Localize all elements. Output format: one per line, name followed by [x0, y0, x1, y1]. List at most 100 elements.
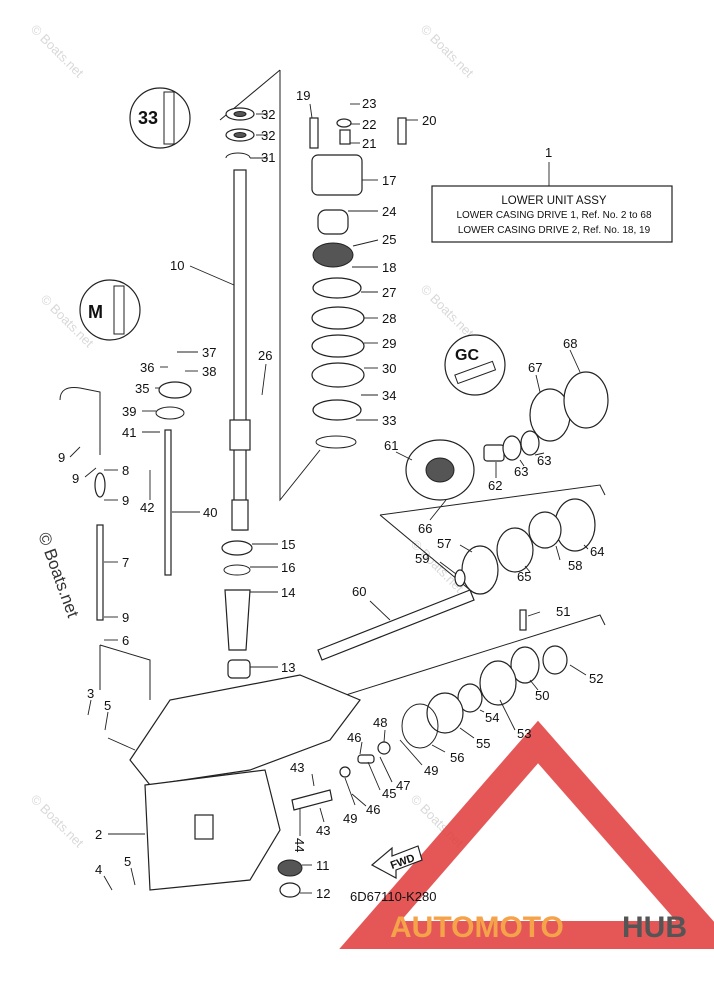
callout-42: 42 [140, 500, 154, 515]
callout-9: 9 [122, 493, 129, 508]
callout-8: 8 [122, 463, 129, 478]
callout-13: 13 [281, 660, 295, 675]
callout-16: 16 [281, 560, 295, 575]
callout-14: 14 [281, 585, 295, 600]
callout-55: 55 [476, 736, 490, 751]
callout-29: 29 [382, 336, 396, 351]
callout-54: 54 [485, 710, 499, 725]
callout-6: 6 [122, 633, 129, 648]
callout-60: 60 [352, 584, 366, 599]
watermark-text: © Boats.net [418, 282, 477, 341]
callout-50: 50 [535, 688, 549, 703]
tool-icon-33: 33 [129, 87, 191, 149]
callout-46: 46 [366, 802, 380, 817]
callout-2: 2 [95, 827, 102, 842]
watermark-text: © Boats.net [418, 22, 477, 81]
callout-52: 52 [589, 671, 603, 686]
callout-22: 22 [362, 117, 376, 132]
brand-logo: AUTOMOTO HUB [339, 720, 714, 949]
callout-58: 58 [568, 558, 582, 573]
svg-text:33: 33 [138, 108, 158, 128]
callout-12: 12 [316, 886, 330, 901]
title-box: 1 LOWER UNIT ASSY LOWER CASING DRIVE 1, … [431, 145, 673, 243]
lower-casing [129, 540, 361, 898]
callout-34: 34 [382, 388, 396, 403]
callout-49: 49 [343, 811, 357, 826]
shift-linkage [59, 381, 192, 621]
callout-45: 45 [382, 786, 396, 801]
callout-39: 39 [122, 404, 136, 419]
callout-27: 27 [382, 285, 396, 300]
callout-62: 62 [488, 478, 502, 493]
callout-9: 9 [72, 471, 79, 486]
box-line2: LOWER CASING DRIVE 2, Ref. No. 18, 19 [458, 225, 651, 236]
callout-11: 11 [316, 858, 330, 873]
callout-65: 65 [517, 569, 531, 584]
callout-46: 46 [347, 730, 361, 745]
callouts: 32 32 31 19 23 22 21 20 17 24 25 18 27 2… [58, 88, 604, 901]
callout-24: 24 [382, 204, 396, 219]
callout-28: 28 [382, 311, 396, 326]
callout-43: 43 [290, 760, 304, 775]
callout-56: 56 [450, 750, 464, 765]
callout-26: 26 [258, 348, 272, 363]
callout-48: 48 [373, 715, 387, 730]
callout-49: 49 [424, 763, 438, 778]
callout-37: 37 [202, 345, 216, 360]
diagram-code: 6D67110-K280 [350, 889, 437, 904]
callout-5: 5 [104, 698, 111, 713]
callout-51: 51 [556, 604, 570, 619]
callout-10: 10 [170, 258, 184, 273]
svg-text:M: M [88, 302, 103, 322]
callout-53: 53 [517, 726, 531, 741]
callout-15: 15 [281, 537, 295, 552]
callout-40: 40 [203, 505, 217, 520]
callout-47: 47 [396, 778, 410, 793]
callout-41: 41 [122, 425, 136, 440]
leader-lines [69, 103, 589, 894]
watermark-text: © Boats.net [28, 792, 87, 851]
callout-32: 32 [261, 128, 275, 143]
callout-59: 59 [415, 551, 429, 566]
watermark-text: © Boats.net [28, 22, 87, 81]
brand-text-auto: AUTOMOTO [390, 911, 564, 944]
brand-text-hub: HUB [622, 911, 687, 944]
callout-36: 36 [140, 360, 154, 375]
callout-17: 17 [382, 173, 396, 188]
callout-7: 7 [122, 555, 129, 570]
callout-35: 35 [135, 381, 149, 396]
propeller-shaft [291, 371, 609, 811]
tool-icon-gc: GC [444, 334, 506, 396]
tool-icon-m: M [79, 279, 141, 341]
callout-68: 68 [563, 336, 577, 351]
callout-66: 66 [418, 521, 432, 536]
water-pump [309, 117, 407, 449]
callout-19: 19 [296, 88, 310, 103]
callout-33: 33 [382, 413, 396, 428]
callout-5: 5 [124, 854, 131, 869]
box-title: LOWER UNIT ASSY [501, 195, 607, 207]
callout-3: 3 [87, 686, 94, 701]
box-line1: LOWER CASING DRIVE 1, Ref. No. 2 to 68 [456, 210, 652, 221]
box-number: 1 [545, 145, 552, 160]
callout-30: 30 [382, 361, 396, 376]
callout-18: 18 [382, 260, 396, 275]
callout-38: 38 [202, 364, 216, 379]
callout-9: 9 [122, 610, 129, 625]
callout-32: 32 [261, 107, 275, 122]
callout-21: 21 [362, 136, 376, 151]
watermark-text-large: © Boats.net [34, 530, 82, 620]
callout-25: 25 [382, 232, 396, 247]
callout-44: 44 [292, 838, 307, 852]
callout-23: 23 [362, 96, 376, 111]
callout-63: 63 [514, 464, 528, 479]
callout-57: 57 [437, 536, 451, 551]
callout-64: 64 [590, 544, 604, 559]
callout-67: 67 [528, 360, 542, 375]
group-lines [99, 69, 606, 701]
callout-31: 31 [261, 150, 275, 165]
callout-9: 9 [58, 450, 65, 465]
callout-20: 20 [422, 113, 436, 128]
callout-61: 61 [384, 438, 398, 453]
